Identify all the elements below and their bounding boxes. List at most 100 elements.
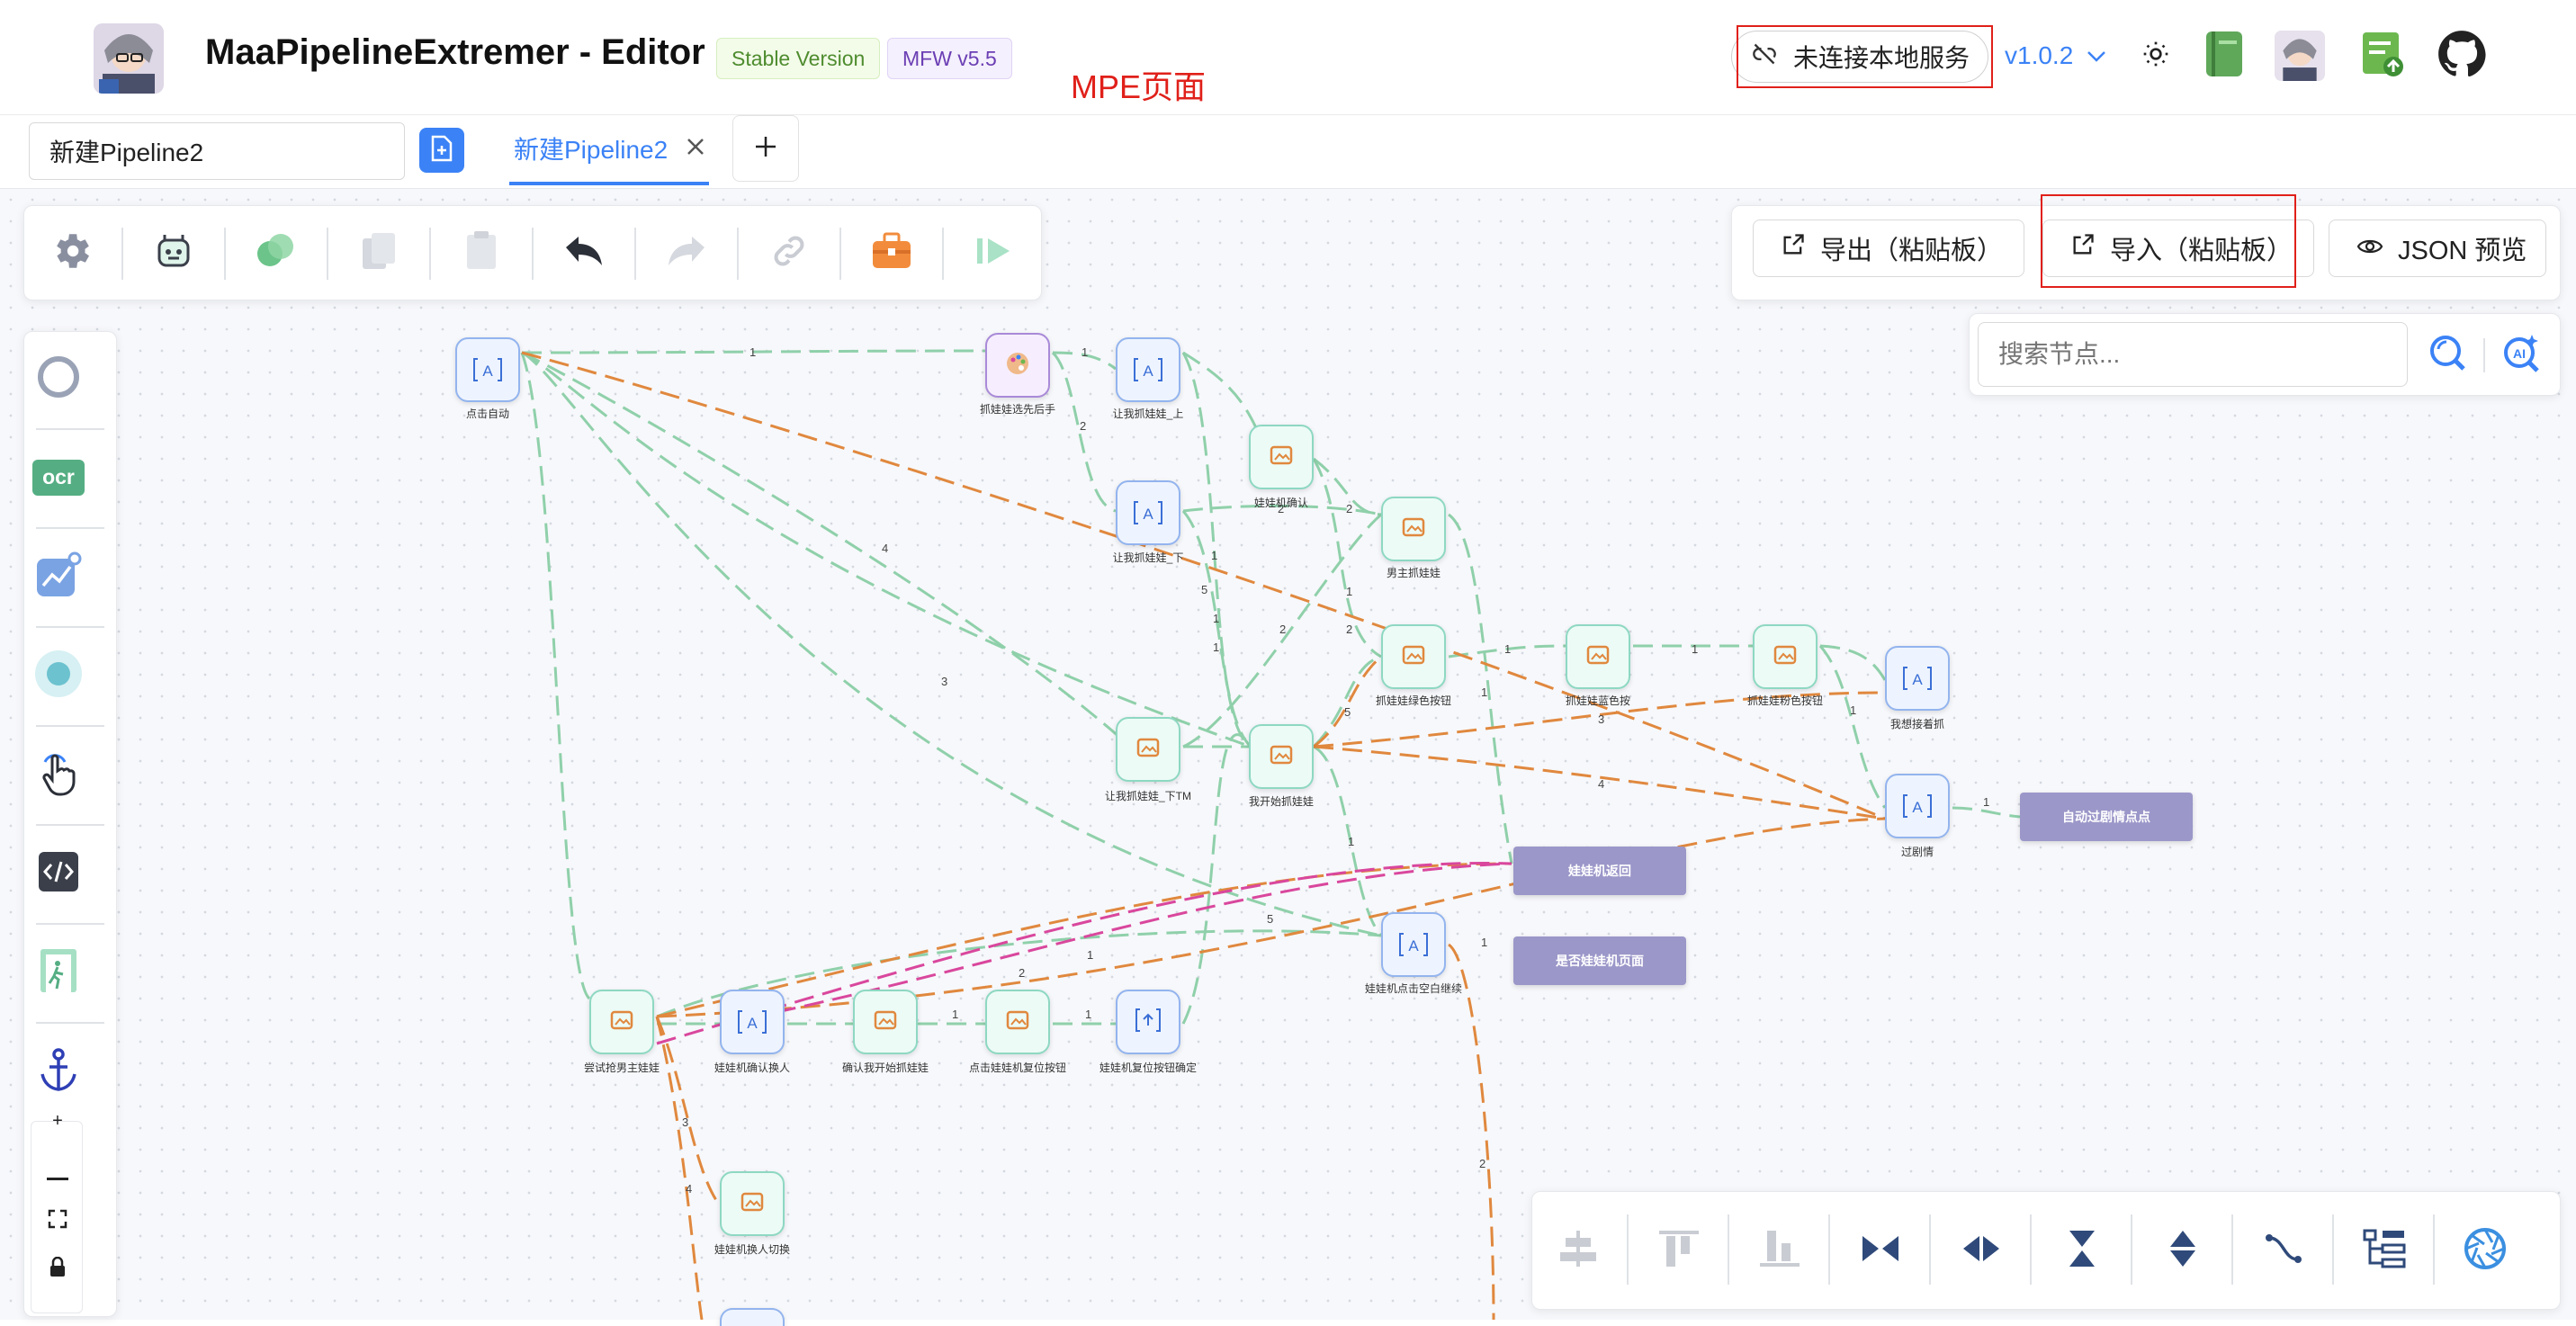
copy-button[interactable] [352, 226, 406, 280]
node-want-continue[interactable]: A [1885, 646, 1950, 711]
node-male-lead-doll[interactable] [1381, 497, 1446, 561]
export-clipboard-button[interactable]: 导出（粘贴板） [1753, 220, 2024, 277]
node-click-blank-continue[interactable]: A [1381, 912, 1446, 977]
edge-label: 4 [1598, 777, 1605, 791]
auto-layout-button[interactable] [2357, 1223, 2411, 1277]
palette-ocr-node[interactable]: ocr [27, 446, 90, 509]
edge-style-button[interactable] [2257, 1223, 2311, 1277]
screenshot-button[interactable] [2458, 1223, 2512, 1277]
github-button[interactable] [2437, 30, 2487, 81]
node-auto-skip-story[interactable]: 自动过剧情点点 [2020, 793, 2193, 841]
lock-icon [49, 1256, 67, 1285]
close-icon[interactable] [686, 137, 705, 161]
node-label: 娃娃机确认 [1253, 497, 1308, 509]
robot-icon [152, 229, 195, 277]
export-label: 导出（粘贴板） [1820, 237, 2004, 265]
node-reset-confirm[interactable] [1116, 990, 1180, 1054]
edge [521, 351, 1121, 739]
node-label: 我开始抓娃娃 [1248, 795, 1314, 808]
palette-color-node[interactable] [27, 644, 90, 707]
app-header: MaaPipelineExtremer - Editor Stable Vers… [0, 0, 2576, 115]
node-let-me-catch-down-tm[interactable] [1116, 717, 1180, 782]
pipeline-name-input[interactable] [29, 122, 405, 180]
flow-canvas[interactable]: 1 1 2 2 2 2 1 4 5 1 1 1 2 2 5 3 1 1 1 1 … [0, 189, 2576, 1326]
add-tab-button[interactable] [732, 115, 799, 182]
node-green-button[interactable] [1381, 624, 1446, 689]
redo-button[interactable] [660, 226, 714, 280]
node-search-input[interactable] [1978, 322, 2408, 387]
palette-empty-node[interactable] [27, 347, 90, 410]
settings-gear-button[interactable] [44, 226, 98, 280]
svg-text:A: A [1408, 937, 1419, 954]
gear-icon [49, 228, 94, 278]
group-button[interactable] [249, 226, 303, 280]
node-try-grab-male-doll[interactable] [589, 990, 654, 1054]
arrows-in-vertical-icon [2060, 1227, 2104, 1275]
user-avatar[interactable] [2275, 31, 2325, 81]
palette-chart-node[interactable] [27, 545, 90, 608]
node-is-doll-machine-page[interactable]: 是否娃娃机页面 [1513, 936, 1686, 985]
link-button[interactable] [762, 226, 816, 280]
edge-label: 1 [749, 345, 757, 359]
palette-code-node[interactable] [27, 842, 90, 905]
distribute-vertical-in-button[interactable] [2055, 1223, 2109, 1277]
image-icon [1402, 517, 1425, 542]
tab-pipeline2[interactable]: 新建Pipeline2 [509, 115, 709, 185]
palette-exit-node[interactable] [27, 941, 90, 1004]
distribute-vertical-out-button[interactable] [2156, 1223, 2210, 1277]
search-button[interactable] [2426, 333, 2469, 376]
align-center-horizontal-button[interactable] [1551, 1223, 1605, 1277]
node-label: 抓娃娃选先后手 [979, 403, 1055, 416]
camera-aperture-icon [2463, 1226, 2508, 1276]
toolbox-button[interactable] [865, 226, 919, 280]
edge-label: 2 [1019, 966, 1026, 980]
palette-anchor-node[interactable] [27, 1040, 90, 1103]
json-preview-button[interactable]: JSON 预览 [2329, 220, 2546, 277]
node-confirm-switch[interactable]: A [720, 990, 785, 1054]
zoom-in-button[interactable]: + [52, 1111, 63, 1131]
node-label: 确认我开始抓娃娃 [841, 1062, 929, 1074]
node-skip-story[interactable]: A [1885, 774, 1950, 838]
node-switch-person[interactable] [720, 1171, 785, 1236]
node-label: 点击自动 [465, 408, 509, 420]
palette-click-node[interactable] [27, 743, 90, 806]
undo-button[interactable] [557, 226, 611, 280]
image-icon [610, 1010, 633, 1035]
docs-button[interactable] [2199, 31, 2249, 81]
edge-label: 1 [1348, 835, 1355, 848]
ai-search-button[interactable]: AI [2500, 333, 2543, 376]
new-pipeline-file-button[interactable] [419, 128, 464, 173]
align-bottom-button[interactable] [1753, 1223, 1807, 1277]
run-button[interactable] [967, 226, 1021, 280]
node-doll-machine-return[interactable]: 娃娃机返回 [1513, 847, 1686, 895]
fit-view-button[interactable] [41, 1205, 74, 1238]
edge-label: 2 [1279, 623, 1287, 636]
distribute-horizontal-in-button[interactable] [1853, 1223, 1907, 1277]
align-top-button[interactable] [1652, 1223, 1706, 1277]
node-let-me-catch-down[interactable]: A [1116, 480, 1180, 545]
version-dropdown[interactable]: v1.0.2 [2005, 41, 2107, 70]
node-pink-button[interactable] [1753, 624, 1818, 689]
lock-button[interactable] [41, 1254, 74, 1286]
edge-label: 2 [1080, 419, 1087, 433]
node-doll-machine-confirm[interactable] [1249, 425, 1314, 489]
paste-button[interactable] [454, 226, 508, 280]
connection-status-button[interactable]: 未连接本地服务 [1731, 31, 1988, 83]
import-clipboard-button[interactable]: 导入（粘贴板） [2042, 220, 2314, 277]
node-partial[interactable] [720, 1308, 785, 1326]
node-blue-button[interactable] [1566, 624, 1630, 689]
sun-icon [2141, 40, 2170, 73]
distribute-horizontal-out-button[interactable] [1954, 1223, 2008, 1277]
ai-bot-button[interactable] [147, 226, 201, 280]
node-confirm-start[interactable] [853, 990, 918, 1054]
node-click-reset[interactable] [985, 990, 1050, 1054]
node-let-me-catch-up[interactable]: A [1116, 337, 1180, 402]
node-label: 过剧情 [1900, 846, 1934, 858]
theme-toggle-button[interactable] [2131, 31, 2181, 81]
node-click-auto[interactable]: A [455, 337, 520, 402]
update-button[interactable] [2357, 31, 2408, 81]
zoom-out-button[interactable] [41, 1159, 74, 1191]
edge-label: 1 [1082, 345, 1089, 359]
node-start-catching[interactable] [1249, 724, 1314, 789]
node-doll-first-hand[interactable] [985, 333, 1050, 398]
